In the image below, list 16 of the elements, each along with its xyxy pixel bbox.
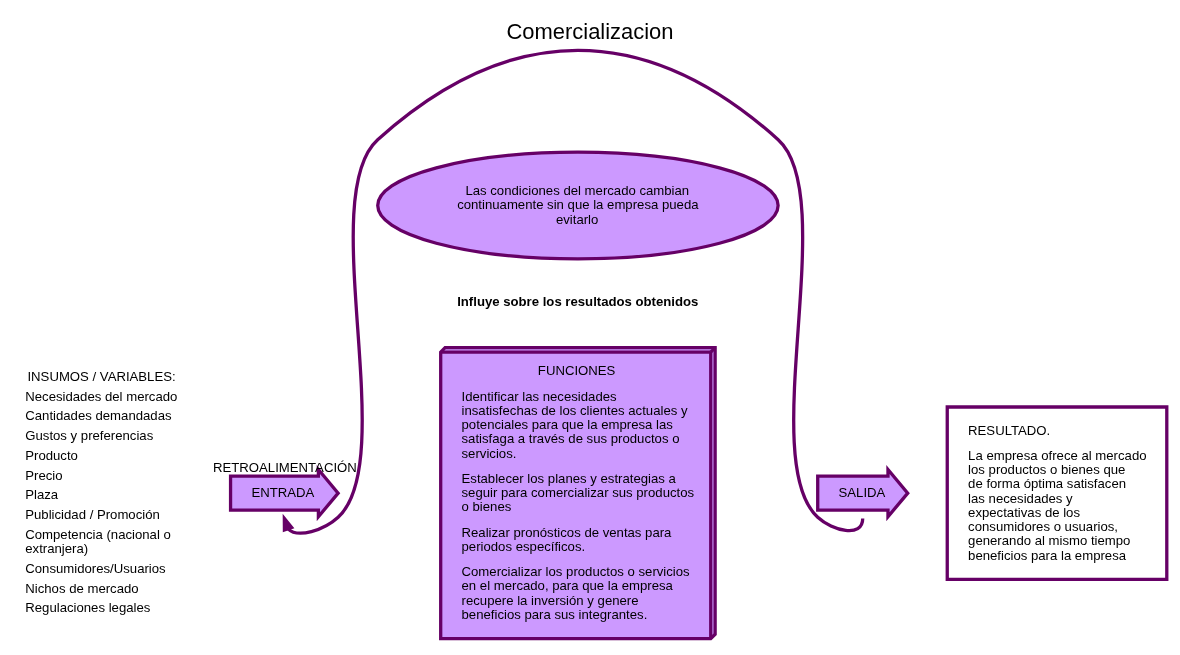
- diagram-title: Comercializacion: [506, 18, 674, 44]
- node-box: RESULTADO. La empresa ofrece al mercado los productos o bienes que de forma óptima satisfacen las necesidades y expectativas de los consumidores o usuarios, generando al mismo tiempo beneficios para la empresa: [945, 404, 1169, 581]
- label: Regulaciones legales: [25, 599, 151, 615]
- label: Producto: [25, 447, 78, 463]
- label: Competencia (nacional o extranjera): [25, 526, 171, 556]
- label: Necesidades del mercado: [25, 388, 178, 404]
- label: Precio: [25, 467, 63, 483]
- label: Gustos y preferencias: [25, 427, 154, 443]
- label: INSUMOS / VARIABLES:: [27, 368, 176, 384]
- label: Nichos de mercado: [25, 580, 139, 596]
- label: Plaza: [25, 486, 59, 502]
- node-ellipse: Las condiciones del mercado cambian continuamente sin que la empresa pueda evitarlo: [376, 150, 780, 260]
- label: Cantidades demandadas: [25, 407, 172, 423]
- label: Influye sobre los resultados obtenidos: [457, 293, 699, 309]
- label: Consumidores/Usuarios: [25, 560, 166, 576]
- label: Publicidad / Promoción: [25, 506, 160, 522]
